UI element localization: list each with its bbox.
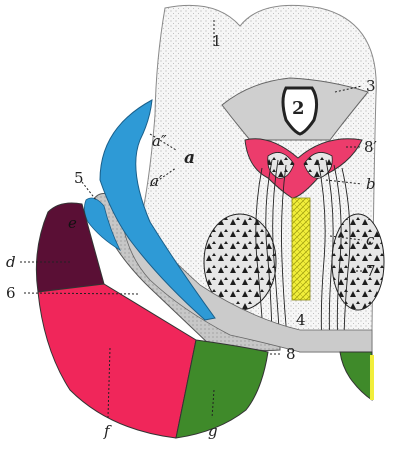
fibre-bundles — [255, 159, 351, 346]
leader-lines — [20, 20, 363, 419]
label-a-upper: a″ — [152, 132, 167, 150]
blue-crescent — [99, 99, 216, 321]
labels: 1 2 3 a″ a a′ 8′ b 5 e c d 7 6 4 8 f g — [6, 32, 378, 440]
label-g: g — [208, 422, 218, 440]
label-4: 4 — [296, 311, 306, 329]
label-b: b — [366, 175, 376, 193]
label-a: a — [184, 148, 195, 168]
label-e: e — [68, 214, 77, 232]
label-c: c — [366, 231, 375, 249]
label-3: 3 — [366, 77, 376, 95]
right-green-segment — [339, 351, 373, 401]
label-8: 8 — [286, 345, 296, 363]
label-7: 7 — [366, 262, 376, 280]
right-yellow-edge — [370, 355, 374, 400]
label-5: 5 — [74, 169, 84, 187]
label-1: 1 — [212, 32, 222, 50]
label-8-prime: 8′ — [364, 138, 378, 156]
segment-f-red — [37, 283, 197, 439]
red-nucleus-left-core — [267, 152, 295, 179]
label-2: 2 — [292, 98, 305, 119]
segment-g-green — [175, 339, 269, 439]
red-nucleus-right-core — [303, 152, 333, 179]
label-a-lower: a′ — [150, 172, 163, 190]
central-canal — [281, 86, 319, 136]
label-f: f — [103, 422, 112, 440]
median-raphe — [291, 197, 311, 301]
label-6: 6 — [6, 284, 16, 302]
label-d: d — [6, 253, 16, 271]
